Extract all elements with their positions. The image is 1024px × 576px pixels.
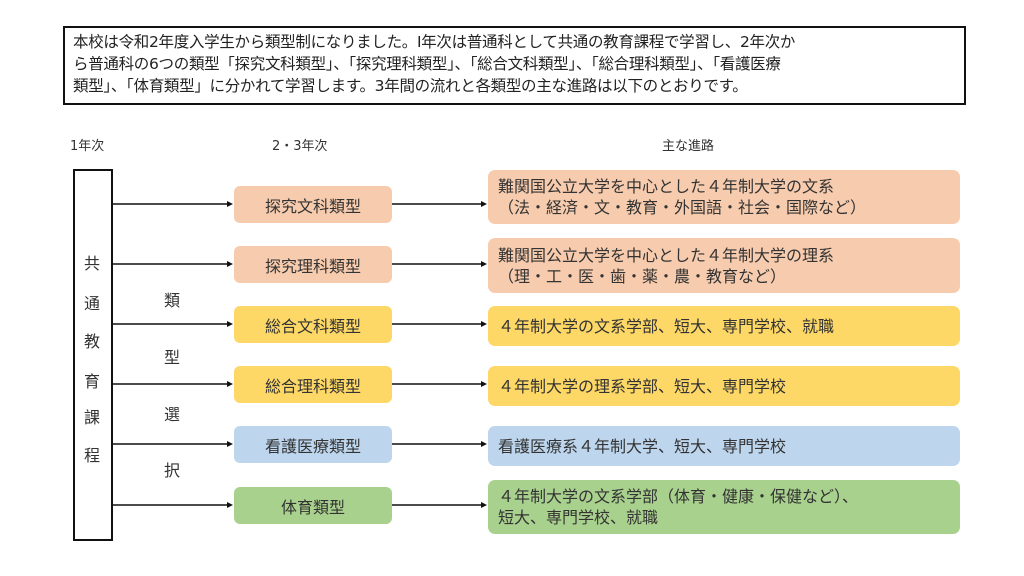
career-path-line: ４年制大学の文系学部（体育・健康・保健など）、 [498, 487, 859, 506]
career-path-box: ４年制大学の文系学部（体育・健康・保健など）、短大、専門学校、就職 [488, 480, 960, 534]
common-course-box [73, 169, 113, 541]
header-main-paths: 主な進路 [662, 139, 715, 154]
arrowhead-icon [227, 201, 233, 207]
arrowhead-icon [481, 321, 487, 327]
career-path-box: ４年制大学の文系学部、短大、専門学校、就職 [488, 306, 960, 346]
common-course-char: 共 [83, 254, 100, 273]
arrowhead-icon [481, 261, 487, 267]
career-path-line: ４年制大学の文系学部、短大、専門学校、就職 [498, 316, 835, 336]
career-path-line: 短大、専門学校、就職 [498, 508, 659, 527]
career-path-box: ４年制大学の理系学部、短大、専門学校 [488, 366, 960, 406]
career-path-line: 難関国公立大学を中心とした４年制大学の文系 [498, 177, 835, 196]
intro-line: 本校は令和2年度入学生から類型制になりました。I年次は普通科として共通の教育課程… [73, 33, 796, 51]
arrowhead-icon [227, 321, 233, 327]
arrowhead-icon [481, 441, 487, 447]
intro-text-box: 本校は令和2年度入学生から類型制になりました。I年次は普通科として共通の教育課程… [63, 26, 966, 105]
career-path-line: （理・工・医・歯・薬・農・教育など） [498, 266, 787, 286]
arrowhead-icon [227, 502, 233, 508]
career-path-line: 看護医療系４年制大学、短大、専門学校 [498, 436, 787, 456]
header-year23: 2・3年次 [272, 139, 328, 154]
type-selection-char: 類 [163, 291, 180, 310]
career-path-line: ４年制大学の理系学部、短大、専門学校 [498, 376, 787, 396]
common-course-char: 育 [83, 372, 100, 391]
arrowhead-icon [481, 502, 487, 508]
arrowhead-icon [481, 201, 487, 207]
arrowhead-icon [481, 381, 487, 387]
type-selection-char: 型 [163, 348, 180, 367]
career-path-line: （法・経済・文・教育・外国語・社会・国際など） [498, 198, 867, 217]
track-box: 探究文科類型 [234, 186, 392, 223]
career-path-box: 看護医療系４年制大学、短大、専門学校 [488, 426, 960, 466]
track-box: 総合文科類型 [234, 306, 392, 343]
arrowhead-icon [227, 441, 233, 447]
common-course-char: 教 [83, 332, 100, 351]
intro-line: 類型」、「体育類型」に分かれて学習します。3年間の流れと各類型の主な進路は以下の… [73, 77, 748, 95]
track-box: 看護医療類型 [234, 426, 392, 463]
type-selection-char: 選 [163, 405, 180, 424]
career-path-line: 難関国公立大学を中心とした４年制大学の理系 [498, 245, 835, 265]
header-year1: 1年次 [70, 139, 105, 154]
intro-line: ら普通科の6つの類型「探究文科類型」、「探究理科類型」、「総合文科類型」、「総合… [73, 55, 781, 73]
arrowhead-icon [227, 381, 233, 387]
track-box: 体育類型 [234, 487, 392, 524]
type-selection-char: 択 [163, 461, 180, 480]
career-path-box: 難関国公立大学を中心とした４年制大学の文系 （法・経済・文・教育・外国語・社会・国… [488, 170, 960, 224]
common-course-char: 課 [83, 408, 100, 427]
common-course-char: 通 [83, 294, 100, 313]
track-box: 総合理科類型 [234, 366, 392, 403]
arrowhead-icon [227, 261, 233, 267]
career-path-box: 難関国公立大学を中心とした４年制大学の理系（理・工・医・歯・薬・農・教育など） [488, 238, 960, 293]
track-box: 探究理科類型 [234, 246, 392, 283]
common-course-char: 程 [83, 446, 100, 465]
